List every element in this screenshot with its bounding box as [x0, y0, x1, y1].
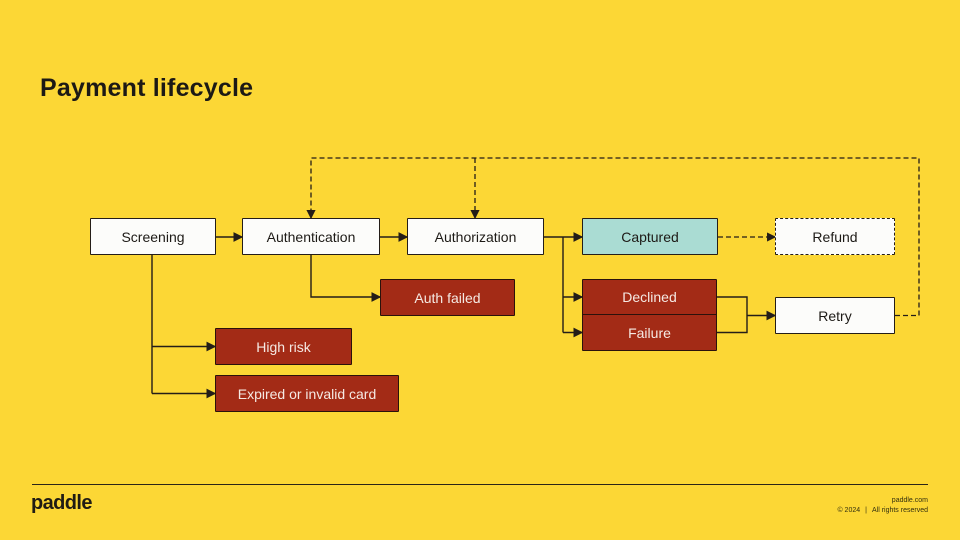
- connector-retry-loop-dashed: [306, 157, 920, 317]
- node-expired-or-invalid-card: Expired or invalid card: [215, 375, 399, 412]
- footer-right: paddle.com © 2024 | All rights reserved: [837, 496, 928, 515]
- footer-divider-line: [32, 484, 928, 485]
- footer-rights: All rights reserved: [871, 506, 928, 514]
- footer-copyright-row: © 2024 | All rights reserved: [837, 506, 928, 516]
- footer-copyright: © 2024: [837, 506, 861, 514]
- page-title: Payment lifecycle: [40, 74, 254, 102]
- node-retry: Retry: [775, 297, 895, 334]
- footer-website: paddle.com: [891, 497, 928, 504]
- node-declined: Declined: [582, 279, 717, 316]
- paddle-logo: paddle: [31, 492, 92, 514]
- node-refund: Refund: [775, 218, 895, 255]
- node-captured: Captured: [582, 218, 718, 255]
- node-authorization: Authorization: [407, 218, 544, 255]
- footer-separator: |: [865, 506, 867, 514]
- node-screening: Screening: [90, 218, 216, 255]
- node-high-risk: High risk: [215, 328, 352, 365]
- connector-declined-bracket: [717, 296, 748, 334]
- node-authentication: Authentication: [242, 218, 380, 255]
- node-auth-failed: Auth failed: [380, 279, 515, 316]
- node-failure: Failure: [582, 314, 717, 351]
- connector-authentication-auth-failed: [310, 255, 382, 302]
